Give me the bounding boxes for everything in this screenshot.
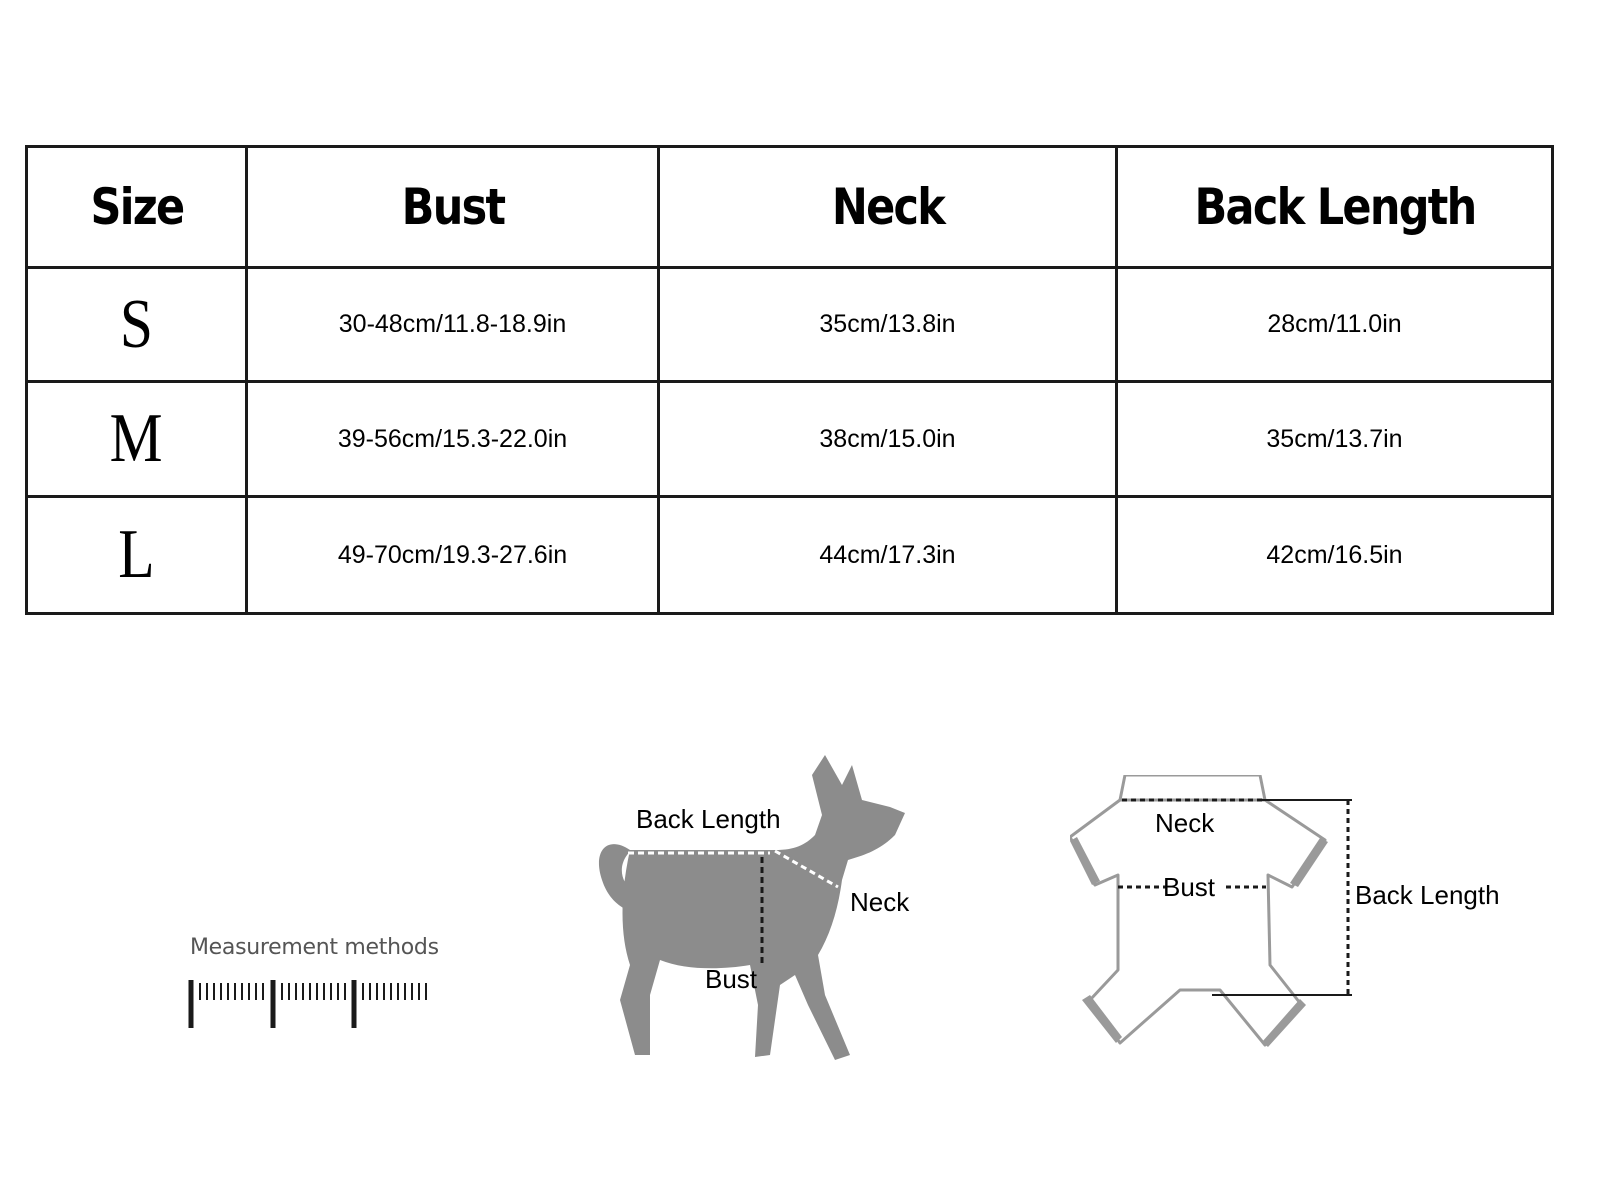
bust-cell: 39-56cm/15.3-22.0in: [245, 380, 660, 498]
tape-measure-icon: [188, 980, 427, 1028]
back-length-cell: 28cm/11.0in: [1115, 266, 1554, 383]
size-letter: L: [118, 516, 155, 593]
size-cell: M: [25, 380, 248, 498]
neck-cell: 35cm/13.8in: [657, 266, 1118, 383]
neck-value: 35cm/13.8in: [819, 310, 956, 338]
size-letter: S: [119, 285, 154, 363]
neck-cell: 38cm/15.0in: [657, 380, 1118, 498]
header-neck: Neck: [689, 145, 1086, 269]
header-back-length: Back Length: [1145, 145, 1524, 269]
back-length-value: 28cm/11.0in: [1267, 310, 1402, 338]
bust-value: 30-48cm/11.8-18.9in: [338, 310, 567, 338]
garment-outline-icon: [1070, 775, 1352, 1047]
table-row: S 30-48cm/11.8-18.9in 35cm/13.8in 28cm/1…: [25, 266, 1554, 383]
table-header-row: Size Bust Neck Back Length: [27, 145, 1553, 269]
header-bust: Bust: [274, 145, 631, 269]
neck-cell: 44cm/17.3in: [657, 495, 1118, 615]
back-length-value: 42cm/16.5in: [1266, 540, 1403, 569]
dog-silhouette-icon: [598, 755, 905, 1060]
dog-neck-label: Neck: [850, 887, 910, 917]
size-cell: L: [25, 495, 248, 615]
garment-back-length-label: Back Length: [1355, 880, 1500, 910]
back-length-value: 35cm/13.7in: [1266, 424, 1403, 453]
neck-value: 44cm/17.3in: [819, 540, 956, 569]
bust-value: 49-70cm/19.3-27.6in: [337, 540, 568, 569]
size-letter: M: [110, 400, 163, 477]
table-row: L 49-70cm/19.3-27.6in 44cm/17.3in 42cm/1…: [25, 495, 1554, 615]
neck-value: 38cm/15.0in: [819, 424, 956, 453]
garment-neck-label: Neck: [1155, 808, 1215, 838]
back-length-cell: 42cm/16.5in: [1115, 495, 1554, 615]
size-cell: S: [25, 266, 248, 383]
header-size: Size: [40, 145, 233, 269]
measurement-methods-title: Measurement methods: [190, 935, 439, 960]
garment-bust-label: Bust: [1163, 872, 1216, 902]
bust-cell: 49-70cm/19.3-27.6in: [245, 495, 660, 615]
size-chart-table: Size Bust Neck Back Length S 30-48cm/11.…: [25, 145, 1554, 615]
back-length-cell: 35cm/13.7in: [1115, 380, 1554, 498]
bust-cell: 30-48cm/11.8-18.9in: [245, 266, 660, 383]
bust-value: 39-56cm/15.3-22.0in: [337, 424, 568, 453]
dog-back-length-label: Back Length: [636, 804, 781, 834]
dog-bust-label: Bust: [705, 964, 758, 994]
table-row: M 39-56cm/15.3-22.0in 38cm/15.0in 35cm/1…: [25, 380, 1554, 498]
